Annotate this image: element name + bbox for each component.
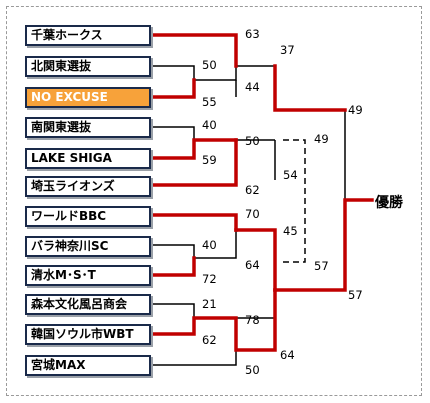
win-path-7 xyxy=(150,288,277,352)
team-box: LAKE SHIGA xyxy=(25,148,151,169)
score-label: 72 xyxy=(202,272,217,286)
score-label: 49 xyxy=(314,132,329,146)
team-box: 宮城MAX xyxy=(25,355,151,376)
team-box: バラ神奈川SC xyxy=(25,236,151,257)
team-box: 森本文化風呂商会 xyxy=(25,294,151,315)
third-place-bracket xyxy=(283,139,306,263)
team-box: 千葉ホークス xyxy=(25,25,151,46)
win-path-2 xyxy=(150,78,196,99)
line-r1b xyxy=(152,126,195,159)
win-path-mid xyxy=(234,228,277,292)
team-box: 清水M･S･T xyxy=(25,265,151,286)
team-box: NO EXCUSE xyxy=(25,87,151,108)
team-box: ワールドBBC xyxy=(25,206,151,227)
score-label: 63 xyxy=(245,27,260,41)
score-label: 64 xyxy=(280,348,295,362)
score-label: 64 xyxy=(245,258,260,272)
score-label: 59 xyxy=(202,153,217,167)
score-label: 45 xyxy=(283,224,298,238)
score-label: 62 xyxy=(202,333,217,347)
score-label: 55 xyxy=(202,95,217,109)
team-box: 韓国ソウル市WBT xyxy=(25,324,151,345)
score-label: 50 xyxy=(202,58,217,72)
score-label: 37 xyxy=(280,43,295,57)
score-label: 57 xyxy=(348,288,363,302)
win-path-3 xyxy=(150,138,238,160)
score-label: 50 xyxy=(245,134,260,148)
score-label: 50 xyxy=(245,363,260,377)
score-label: 21 xyxy=(202,297,217,311)
line-r1d xyxy=(152,303,195,335)
team-box: 南関東選抜 xyxy=(25,117,151,138)
score-label: 57 xyxy=(314,259,329,273)
win-path-6 xyxy=(150,256,196,277)
line-r1c xyxy=(152,244,195,276)
win-path-top xyxy=(273,64,347,112)
team-box: 埼玉ライオンズ xyxy=(25,176,151,197)
score-label: 54 xyxy=(283,168,298,182)
score-label: 62 xyxy=(245,183,260,197)
score-label: 70 xyxy=(245,207,260,221)
score-label: 40 xyxy=(202,238,217,252)
champion-label: 優勝 xyxy=(375,195,403,211)
score-label: 49 xyxy=(348,103,363,117)
line-r1a xyxy=(152,65,195,98)
score-label: 78 xyxy=(245,313,260,327)
score-label: 40 xyxy=(202,118,217,132)
win-path-4 xyxy=(150,138,238,187)
win-path-5 xyxy=(150,213,238,232)
bracket-frame xyxy=(6,6,422,396)
win-path-final xyxy=(273,198,374,292)
team-box: 北関東選抜 xyxy=(25,56,151,77)
win-path-1 xyxy=(150,33,238,68)
score-label: 44 xyxy=(245,80,260,94)
